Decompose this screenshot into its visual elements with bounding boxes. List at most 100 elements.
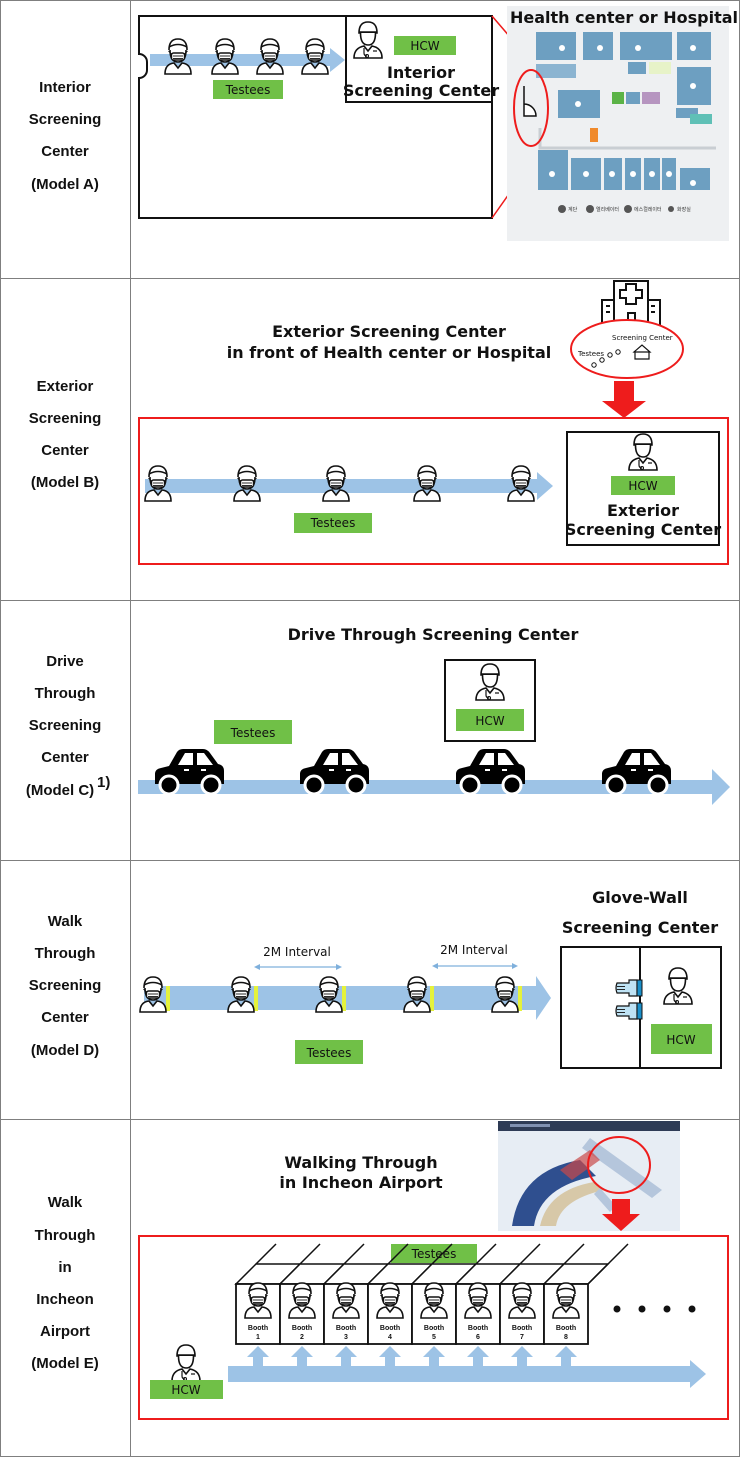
flow-arrow [150, 48, 345, 72]
title-line: Glove-Wall [592, 888, 688, 907]
row-label-line: (Model D) [31, 1042, 99, 1059]
title-line: in Incheon Airport [279, 1173, 443, 1192]
row-label-line: Airport [40, 1323, 90, 1340]
svg-text:7: 7 [520, 1334, 524, 1341]
spacing-marker [166, 986, 170, 1011]
center-title-line: Exterior [607, 501, 679, 520]
row-label-line: Screening [29, 717, 102, 734]
svg-text:4: 4 [388, 1334, 392, 1341]
svg-text:Booth: Booth [380, 1325, 400, 1332]
row-label-model-d: Walk Through Screening Center (Model D) [29, 913, 102, 1059]
row-label-line: Through [35, 685, 96, 702]
tent-icon [632, 344, 652, 360]
svg-text:Booth: Booth [248, 1325, 268, 1332]
row-label-model-e: Walk Through in Incheon Airport (Model E… [31, 1194, 99, 1372]
title-line: Exterior Screening Center [272, 322, 506, 341]
hcw-label-box [456, 709, 524, 731]
booth-7: Booth 7 [498, 1243, 566, 1345]
center-title-line: Screening Center [565, 520, 721, 539]
row-label-line: Drive [46, 653, 84, 670]
row-label-line: (Model E) [31, 1355, 99, 1372]
more-booths-ellipsis [613, 1305, 696, 1313]
row-label-line: Through [35, 945, 96, 962]
interval-label: 2M Interval [440, 943, 508, 957]
testees-label-box [391, 1244, 477, 1263]
row-label-line: Through [35, 1227, 96, 1244]
testees-label-box [294, 513, 372, 533]
row-label-model-a: Interior Screening Center (Model A) [29, 79, 102, 193]
hcw-label-box [651, 1024, 712, 1054]
svg-text:Booth: Booth [512, 1325, 532, 1332]
inset-testees-label: Testees [577, 350, 604, 358]
testees-label-box [213, 80, 283, 99]
title-line: in front of Health center or Hospital [227, 343, 551, 362]
svg-text:1: 1 [256, 1334, 260, 1341]
row-label-line: Center [41, 442, 89, 459]
inset-center-label: Screening Center [612, 334, 673, 342]
row-label-line: Incheon [36, 1291, 94, 1308]
model-c-diagram: Drive Through Screening Center Testees H… [138, 625, 730, 805]
row-label-line: Walk [48, 1194, 83, 1211]
flow-arrow [228, 1360, 706, 1388]
testees-label: Testees [225, 83, 271, 97]
booth-1: Booth 1 [234, 1243, 302, 1345]
inset-ellipse [570, 319, 684, 379]
svg-text:Booth: Booth [336, 1325, 356, 1332]
interval-arrow [254, 964, 342, 970]
svg-text:Booth: Booth [292, 1325, 312, 1332]
center-title-line: Interior [387, 63, 455, 82]
booth-up-arrows [247, 1346, 577, 1368]
glove-icon [615, 1002, 643, 1020]
red-frame [138, 417, 729, 565]
spacing-marker [430, 986, 434, 1011]
svg-text:계단: 계단 [568, 206, 578, 213]
title-line: Walking Through [284, 1153, 437, 1172]
row-label-line: Screening [29, 111, 102, 128]
row-label-line: Screening [29, 410, 102, 427]
health-worker-icon [171, 1344, 201, 1382]
testees-label-box [214, 720, 292, 744]
down-arrow [602, 381, 646, 418]
svg-text:8: 8 [564, 1334, 568, 1341]
glove-icon [615, 979, 643, 997]
svg-text:5: 5 [432, 1334, 436, 1341]
hcw-label: HCW [171, 1383, 200, 1397]
hcw-label-box [394, 36, 456, 55]
red-frame [138, 1235, 729, 1420]
testees-label: Testees [411, 1247, 457, 1261]
svg-text:Booth: Booth [424, 1325, 444, 1332]
spacing-marker [342, 986, 346, 1011]
interval-arrow [432, 963, 518, 969]
model-d-diagram: Glove-Wall Screening Center 2M Interval … [139, 888, 722, 1069]
spacing-marker [254, 986, 258, 1011]
svg-text:에스컬레이터: 에스컬레이터 [634, 206, 662, 213]
title: Drive Through Screening Center [288, 625, 579, 644]
hcw-label: HCW [666, 1033, 695, 1047]
row-label-model-b: Exterior Screening Center (Model B) [29, 378, 102, 491]
svg-text:Booth: Booth [556, 1325, 576, 1332]
model-e-diagram: Walking Through in Incheon Airport Teste… [138, 1121, 729, 1420]
testees-label: Testees [306, 1046, 352, 1060]
row-label-line: Exterior [37, 378, 94, 395]
row-label-line: (Model C) [26, 782, 94, 799]
testees-label-box [295, 1040, 363, 1064]
svg-text:6: 6 [476, 1334, 480, 1341]
flow-arrow [144, 976, 551, 1020]
svg-text:엘리베이터: 엘리베이터 [596, 206, 619, 213]
flow-arrow [138, 769, 730, 805]
row-label-line: Center [41, 749, 89, 766]
svg-text:화장실: 화장실 [677, 206, 691, 213]
testees-label: Testees [230, 726, 276, 740]
row-label-line: in [58, 1259, 71, 1276]
row-label-superscript: 1) [97, 774, 110, 791]
row-label-line: Interior [39, 79, 91, 96]
row-label-line: (Model A) [31, 176, 99, 193]
hcw-label: HCW [475, 714, 504, 728]
booth-8: Booth 8 [542, 1243, 629, 1345]
title-line: Screening Center [562, 918, 718, 937]
row-label-line: Screening [29, 977, 102, 994]
row-label-line: (Model B) [31, 474, 99, 491]
highlight-ellipse [513, 69, 549, 147]
row-label-line: Center [41, 143, 89, 160]
